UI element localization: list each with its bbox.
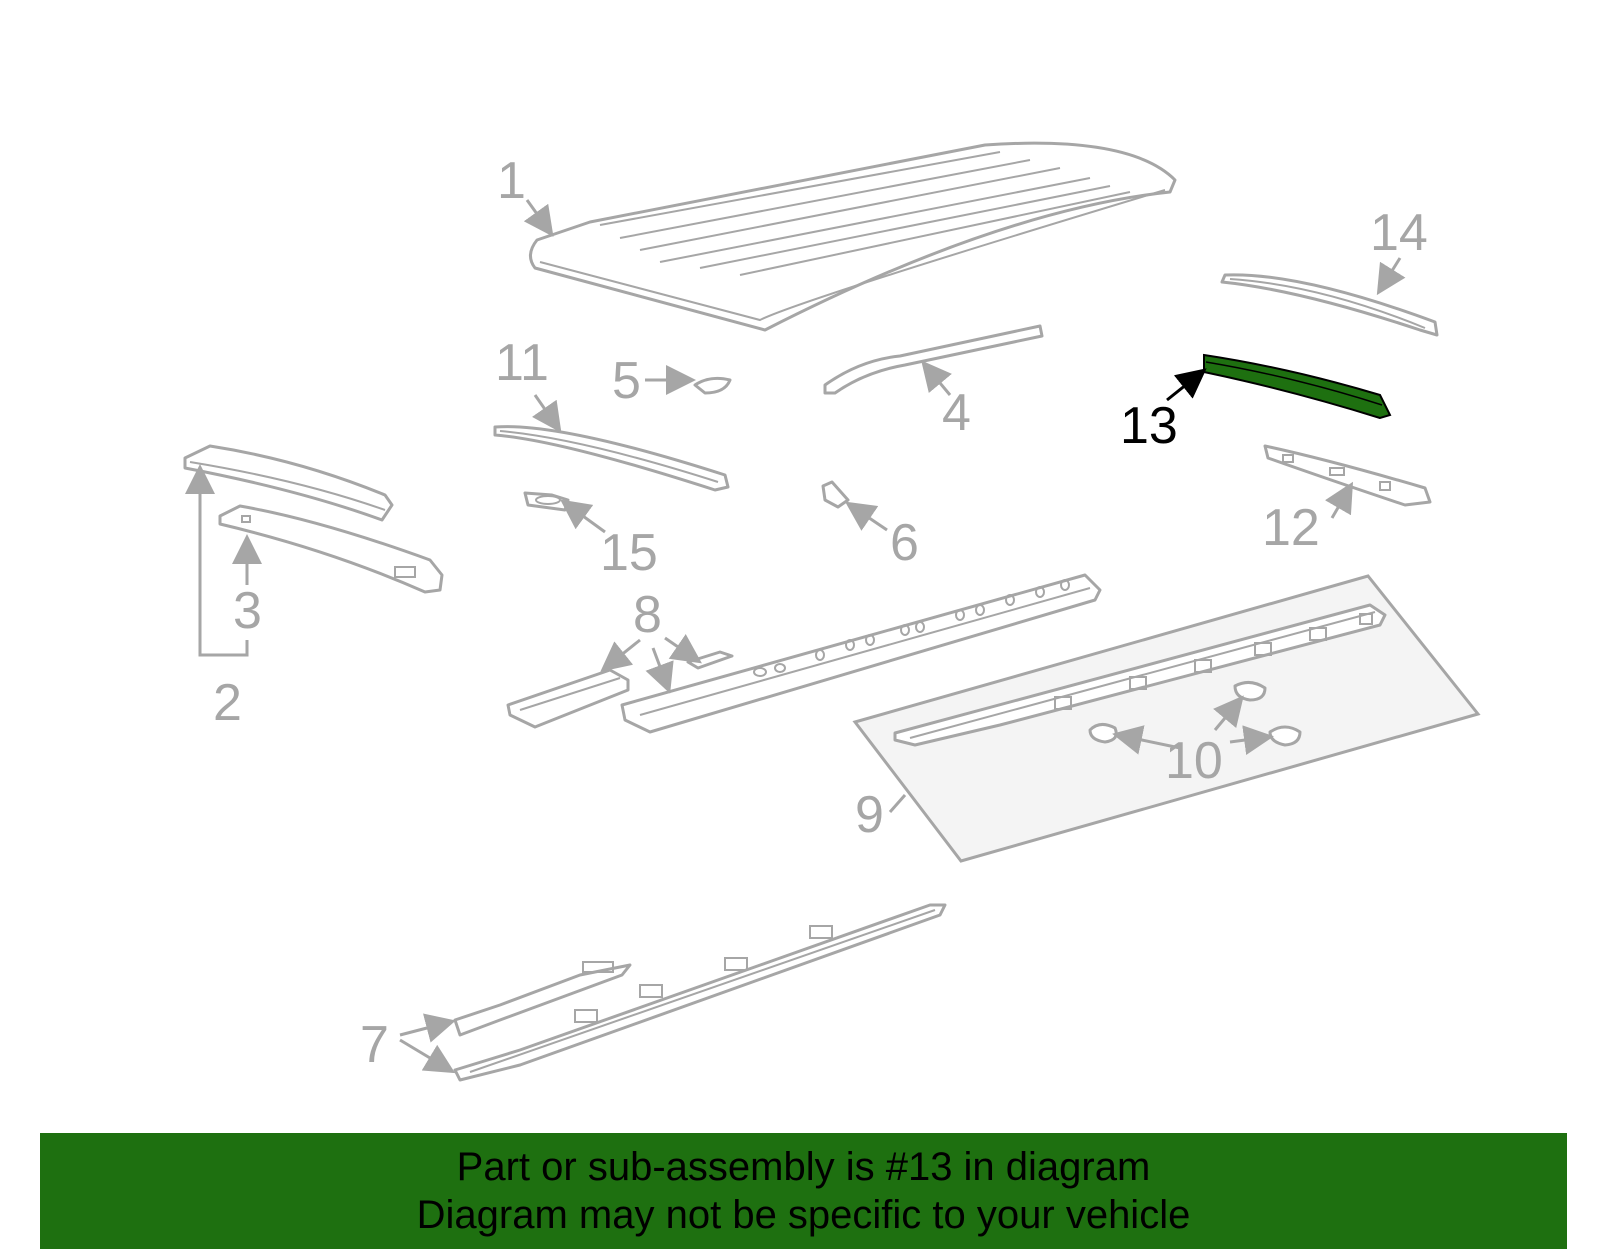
callout-4: 4 (942, 384, 971, 442)
part-2-front-header[interactable] (183, 444, 394, 522)
callout-8: 8 (633, 586, 662, 644)
part-10-clip-b[interactable] (1233, 681, 1267, 702)
part-7-side-rail-lower[interactable] (453, 903, 947, 1082)
part-13-roof-bow-highlighted[interactable] (1203, 353, 1392, 420)
callout-12: 12 (1262, 499, 1320, 557)
part-5-clip[interactable] (693, 376, 732, 395)
part-15-clip[interactable] (523, 491, 570, 512)
callout-3: 3 (233, 582, 262, 640)
part-1-roof-panel[interactable] (529, 141, 1177, 332)
callout-13-highlighted: 13 (1120, 397, 1178, 455)
part-8-roof-rail-left[interactable] (506, 668, 630, 729)
part-4-rail[interactable] (823, 324, 1044, 395)
banner-line-disclaimer: Diagram may not be specific to your vehi… (416, 1193, 1191, 1237)
part-11-bow[interactable] (493, 425, 730, 492)
part-7-side-rail-upper[interactable] (453, 961, 632, 1037)
part-8-roof-rail-right[interactable] (620, 573, 1102, 734)
callout-2: 2 (213, 674, 242, 732)
callout-10: 10 (1165, 732, 1223, 790)
callout-11: 11 (495, 334, 549, 392)
callout-labels: 1 2 3 4 5 6 7 8 9 10 11 12 13 14 15 (213, 152, 1428, 1074)
banner-line-part-number: Part or sub-assembly is #13 in diagram (456, 1145, 1151, 1189)
callout-5: 5 (612, 352, 641, 410)
part-10-clip-a[interactable] (1088, 723, 1118, 744)
part-3-front-header-inner[interactable] (218, 504, 444, 594)
part-14-rail[interactable] (1220, 273, 1439, 337)
callout-7: 7 (360, 1016, 389, 1074)
part-12-bracket[interactable] (1263, 444, 1432, 507)
part-9-roof-rail-panel[interactable] (852, 574, 1481, 863)
info-banner: Part or sub-assembly is #13 in diagram D… (40, 1133, 1567, 1249)
callout-6: 6 (890, 514, 919, 572)
part-10-clip-c[interactable] (1268, 725, 1302, 747)
part-6-clip[interactable] (821, 480, 850, 509)
leader-lines (185, 199, 1406, 1074)
callout-14: 14 (1370, 204, 1428, 262)
part-8-small-piece[interactable] (686, 650, 734, 670)
callout-15: 15 (600, 524, 658, 582)
callout-1: 1 (497, 152, 526, 210)
callout-9: 9 (855, 786, 884, 844)
